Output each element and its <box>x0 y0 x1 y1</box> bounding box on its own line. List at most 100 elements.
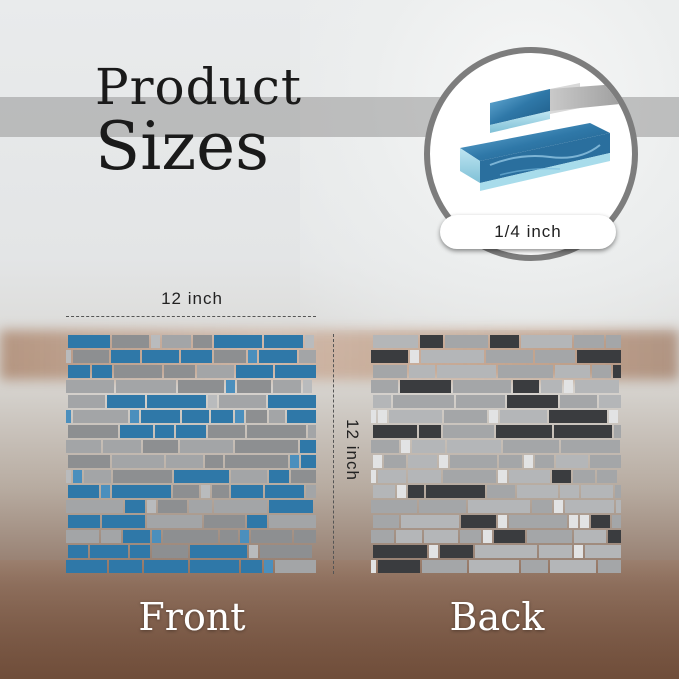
back-tile-piece <box>585 545 621 558</box>
front-tile-piece <box>290 455 299 468</box>
back-tile-piece <box>444 410 487 423</box>
back-tile-piece <box>443 425 494 438</box>
back-tile-piece <box>494 530 525 543</box>
back-tile-piece <box>460 530 481 543</box>
back-tile-piece <box>560 485 579 498</box>
back-tile-piece <box>426 485 485 498</box>
front-tile-piece <box>300 440 316 453</box>
height-dimension-label: 12 inch <box>343 419 362 481</box>
front-tile-piece <box>305 335 314 348</box>
back-tile-piece <box>606 335 621 348</box>
front-tile-piece <box>219 395 266 408</box>
back-tile-piece <box>498 365 553 378</box>
front-tile-piece <box>201 485 210 498</box>
front-tile-piece <box>142 350 179 363</box>
back-tile-piece <box>373 425 417 438</box>
back-tile-piece <box>373 545 427 558</box>
front-tile-piece <box>68 455 110 468</box>
front-tile-piece <box>214 500 267 513</box>
front-tile-piece <box>249 545 258 558</box>
front-tile-piece <box>158 500 187 513</box>
back-tile-piece <box>447 440 501 453</box>
front-tile-piece <box>235 410 244 423</box>
front-tile-piece <box>130 545 150 558</box>
back-tile-piece <box>616 500 621 513</box>
back-tile-piece <box>483 530 492 543</box>
back-tile-piece <box>401 515 459 528</box>
title-line-1: Product <box>95 58 302 116</box>
tile-front-image <box>66 335 316 573</box>
back-tile-piece <box>513 380 539 393</box>
front-tile-piece <box>205 455 223 468</box>
back-tile-piece <box>475 545 537 558</box>
back-tile-piece <box>371 500 417 513</box>
back-tile-piece <box>412 440 445 453</box>
back-tile-piece <box>422 560 467 573</box>
back-tile-piece <box>420 335 443 348</box>
front-tile-piece <box>178 380 224 393</box>
front-tile-piece <box>144 560 188 573</box>
front-tile-piece <box>208 425 245 438</box>
front-tile-piece <box>268 395 316 408</box>
back-label: Back <box>449 595 545 639</box>
front-tile-piece <box>269 470 289 483</box>
front-tile-piece <box>90 545 128 558</box>
front-tile-piece <box>174 470 229 483</box>
front-tile-piece <box>68 365 90 378</box>
back-tile-piece <box>590 455 621 468</box>
back-tile-piece <box>541 380 562 393</box>
front-tile-piece <box>301 455 316 468</box>
back-tile-piece <box>373 455 382 468</box>
back-tile-piece <box>489 410 498 423</box>
front-tile-piece <box>114 365 162 378</box>
front-tile-piece <box>193 335 212 348</box>
back-tile-piece <box>421 350 484 363</box>
back-tile-piece <box>539 545 572 558</box>
back-tile-piece <box>509 515 567 528</box>
front-tile-piece <box>147 395 206 408</box>
back-tile-piece <box>503 440 559 453</box>
front-tile-piece <box>176 425 206 438</box>
back-tile-piece <box>500 410 547 423</box>
back-tile-piece <box>554 425 612 438</box>
front-tile-piece <box>163 530 218 543</box>
front-tile-piece <box>141 410 180 423</box>
front-tile-piece <box>231 470 267 483</box>
back-tile-piece <box>521 560 548 573</box>
back-tile-piece <box>535 455 554 468</box>
front-tile-piece <box>116 380 176 393</box>
back-tile-piece <box>614 425 621 438</box>
front-tile-piece <box>265 485 304 498</box>
front-tile-piece <box>273 380 301 393</box>
back-tile-piece <box>597 470 617 483</box>
front-tile-piece <box>147 515 202 528</box>
front-tile-piece <box>73 410 128 423</box>
back-tile-piece <box>408 455 437 468</box>
back-tile-piece <box>373 515 399 528</box>
back-tile-piece <box>410 350 419 363</box>
back-tile-piece <box>575 380 619 393</box>
front-tile-piece <box>155 425 174 438</box>
back-tile-piece <box>408 470 441 483</box>
back-tile-piece <box>613 365 621 378</box>
front-tile-piece <box>73 470 82 483</box>
front-tile-piece <box>231 485 263 498</box>
back-tile-piece <box>445 335 488 348</box>
front-tile-piece <box>225 455 288 468</box>
front-tile-piece <box>111 350 140 363</box>
front-tile-piece <box>143 440 178 453</box>
back-tile-piece <box>580 515 589 528</box>
height-dimension-line <box>333 334 334 574</box>
back-tile-piece <box>565 500 614 513</box>
back-tile-piece <box>468 500 530 513</box>
front-tile-piece <box>235 440 298 453</box>
back-tile-piece <box>521 335 572 348</box>
back-tile-piece <box>469 560 519 573</box>
back-tile-piece <box>608 530 621 543</box>
front-tile-piece <box>162 335 191 348</box>
front-tile-piece <box>68 335 110 348</box>
front-tile-piece <box>109 560 142 573</box>
width-dimension-line <box>66 316 316 317</box>
front-tile-piece <box>166 455 203 468</box>
back-tile-piece <box>549 410 607 423</box>
